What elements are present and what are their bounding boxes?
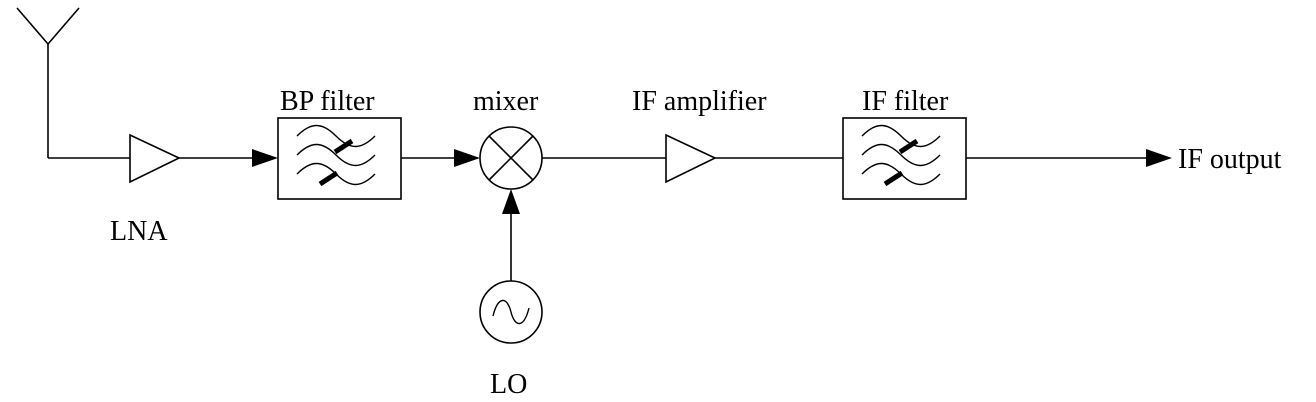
if-filter-label: IF filter	[862, 86, 949, 117]
lna-label: LNA	[110, 216, 168, 247]
if-filter-block: IF filter	[842, 86, 967, 200]
if-amplifier-icon	[665, 133, 717, 184]
wire-bpfilter-mixer	[401, 149, 480, 167]
arrowhead-icon	[1146, 149, 1172, 167]
bp-filter-label: BP filter	[280, 86, 375, 117]
bandpass-filter-icon	[296, 124, 376, 187]
arrowhead-icon	[502, 189, 520, 214]
bp-filter-block: BP filter	[277, 86, 402, 200]
antenna-icon	[16, 7, 80, 158]
wire-lna-bpfilter	[179, 149, 278, 167]
arrowhead-icon	[454, 149, 480, 167]
wire-lo-mixer	[502, 189, 520, 281]
lna-amplifier-icon	[129, 133, 181, 184]
mixer-label: mixer	[473, 86, 539, 117]
wire-iffilter-output	[966, 149, 1172, 167]
mixer-block: mixer	[473, 86, 543, 190]
arrowhead-icon	[252, 149, 278, 167]
if-amplifier-block: IF amplifier	[632, 86, 767, 184]
mixer-x-circle-icon	[479, 126, 543, 190]
if-amplifier-label: IF amplifier	[632, 86, 767, 117]
if-output-label: IF output	[1178, 144, 1282, 175]
lna-block: LNA	[110, 133, 181, 247]
lo-label: LO	[490, 369, 527, 400]
lo-block: LO	[479, 280, 543, 400]
sine-oscillator-icon	[479, 280, 543, 344]
bandpass-filter-icon	[861, 124, 941, 187]
